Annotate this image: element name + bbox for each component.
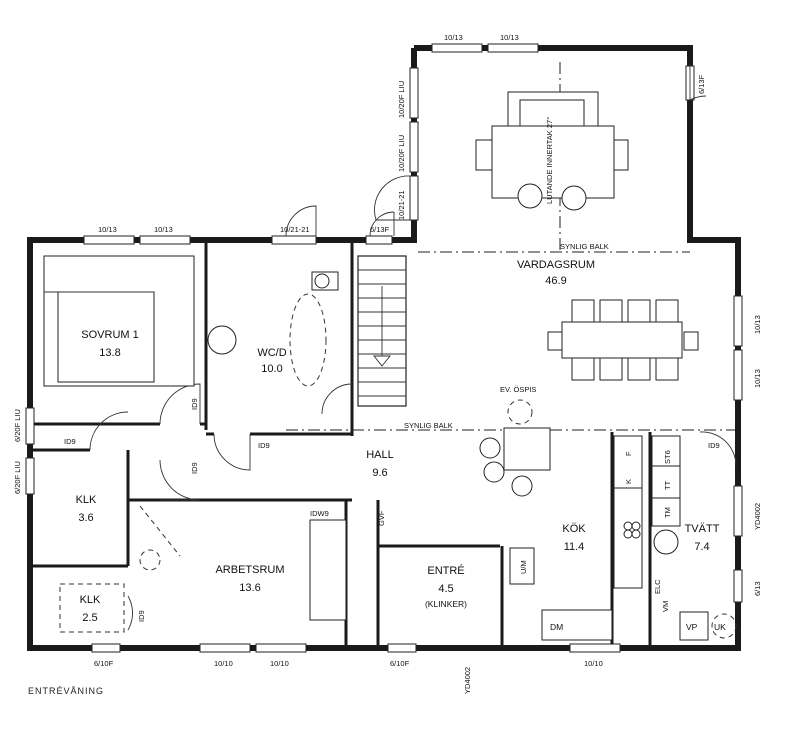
st6-label: ST6 — [663, 450, 672, 464]
wl-bot4: 6/10F — [390, 659, 410, 668]
window-top3 — [83, 235, 135, 245]
wl-stair: 6/13F — [370, 225, 390, 234]
entre-area: 4.5 — [438, 583, 453, 595]
room-labels: VARDAGSRUM 46.9 SOVRUM 1 13.8 WC/D 10.0 … — [76, 259, 720, 624]
furniture — [43, 91, 737, 641]
wl-east1: 10/13 — [753, 315, 762, 334]
window-top1 — [431, 43, 483, 53]
vardagsrum-name: VARDAGSRUM — [517, 259, 595, 271]
window-bot2 — [199, 643, 251, 653]
door-id6: ID9 — [708, 441, 720, 450]
tm-label: TM — [663, 507, 672, 518]
window-bot3 — [255, 643, 307, 653]
wl-east3: 6/13 — [753, 581, 762, 596]
window-left1 — [25, 407, 35, 445]
klk2-name: KLK — [80, 594, 101, 606]
lutande-innertak: LUTANDE INNERTAK 27° — [545, 117, 554, 204]
wl-bot1: 6/10F — [94, 659, 114, 668]
k-label: K — [624, 479, 633, 484]
door-id1: ID9 — [190, 398, 199, 410]
wl-bot-door: YD4002 — [463, 667, 472, 694]
tvatt-area: 7.4 — [694, 541, 709, 553]
window-left2 — [25, 457, 35, 495]
synlig-balk-mid: SYNLIG BALK — [404, 421, 453, 430]
window-bot5 — [569, 643, 621, 653]
arbetsrum-name: ARBETSRUM — [215, 564, 284, 576]
wl-left2: 6/20F LIU — [13, 461, 22, 494]
door-swings — [89, 64, 737, 631]
vp-label: VP — [686, 622, 698, 632]
wl-west2: 10/20F LIU — [397, 135, 406, 172]
vardagsrum-area: 46.9 — [545, 275, 566, 287]
wcd-name: WC/D — [257, 347, 286, 359]
tt-label: TT — [663, 480, 672, 490]
windows — [25, 43, 743, 653]
window-bot1 — [91, 643, 121, 653]
wl-top2: 10/13 — [500, 33, 519, 42]
window-west1 — [409, 67, 419, 119]
door-id5: ID9 — [137, 610, 146, 622]
um-label: U/M — [519, 560, 528, 574]
klk2-area: 2.5 — [82, 612, 97, 624]
wl-bot5: 10/10 — [584, 659, 603, 668]
ev-ospis: EV. ÖSPIS — [500, 385, 536, 394]
wl-top4: 10/13 — [154, 225, 173, 234]
vm-label: VM — [661, 601, 670, 612]
floor-caption: ENTRÉVÅNING — [28, 686, 105, 696]
entre-name: ENTRÉ — [427, 564, 464, 577]
door-id3: ID9 — [258, 441, 270, 450]
uk-label: UK — [714, 622, 726, 632]
tvatt-name: TVÄTT — [685, 523, 720, 535]
window-east2 — [733, 349, 743, 401]
klk1-name: KLK — [76, 494, 97, 506]
wl-wc: 10/21-21 — [280, 225, 310, 234]
klk1-area: 3.6 — [78, 512, 93, 524]
gvf-label: GVF — [377, 510, 386, 526]
window-wc — [271, 235, 317, 245]
wl-bot2: 10/10 — [214, 659, 233, 668]
window-top2 — [487, 43, 539, 53]
window-top4 — [139, 235, 191, 245]
sovrum-name: SOVRUM 1 — [81, 329, 138, 341]
arbetsrum-area: 13.6 — [239, 582, 260, 594]
window-east1 — [733, 295, 743, 347]
wl-west3: 10/21-21 — [397, 190, 406, 220]
window-stair — [365, 235, 393, 245]
wl-top3: 10/13 — [98, 225, 117, 234]
wl-top1: 10/13 — [444, 33, 463, 42]
appliance-labels: F K ST6 TT TM U/M DM VP UK ELC VM — [519, 450, 726, 632]
door-labels: ID9 ID9 ID9 ID9 ID9 ID9 — [64, 398, 720, 622]
window-bot4 — [387, 643, 417, 653]
door-id4: ID9 — [190, 462, 199, 474]
wl-west1: 10/20F LIU — [397, 81, 406, 118]
sovrum-area: 13.8 — [99, 347, 120, 359]
hall-name: HALL — [366, 449, 394, 461]
dw-label: IDW9 — [310, 509, 329, 518]
window-labels: 10/13 10/13 10/13 10/13 10/21-21 6/13F 1… — [13, 33, 762, 694]
window-east3 — [733, 569, 743, 603]
fridge-label: F — [624, 451, 633, 456]
wl-left1: 6/20F LIU — [13, 409, 22, 442]
annotations: SYNLIG BALK SYNLIG BALK EV. ÖSPIS LUTAND… — [310, 117, 609, 526]
wcd-area: 10.0 — [261, 363, 282, 375]
wl-bot3: 10/10 — [270, 659, 289, 668]
synlig-balk-top: SYNLIG BALK — [560, 242, 609, 251]
window-east-door — [733, 485, 743, 537]
window-west2 — [409, 121, 419, 173]
elc-label: ELC — [653, 579, 662, 594]
wl-ne: 6/13F — [697, 74, 706, 94]
dm-label: DM — [550, 622, 563, 632]
hall-area: 9.6 — [372, 467, 387, 479]
door-id2: ID9 — [64, 437, 76, 446]
window-west3 — [409, 175, 419, 221]
kok-name: KÖK — [562, 523, 586, 535]
wl-east-door: YD4002 — [753, 503, 762, 530]
entre-note: (KLINKER) — [425, 599, 467, 609]
wl-east2: 10/13 — [753, 369, 762, 388]
kok-area: 11.4 — [564, 541, 585, 553]
